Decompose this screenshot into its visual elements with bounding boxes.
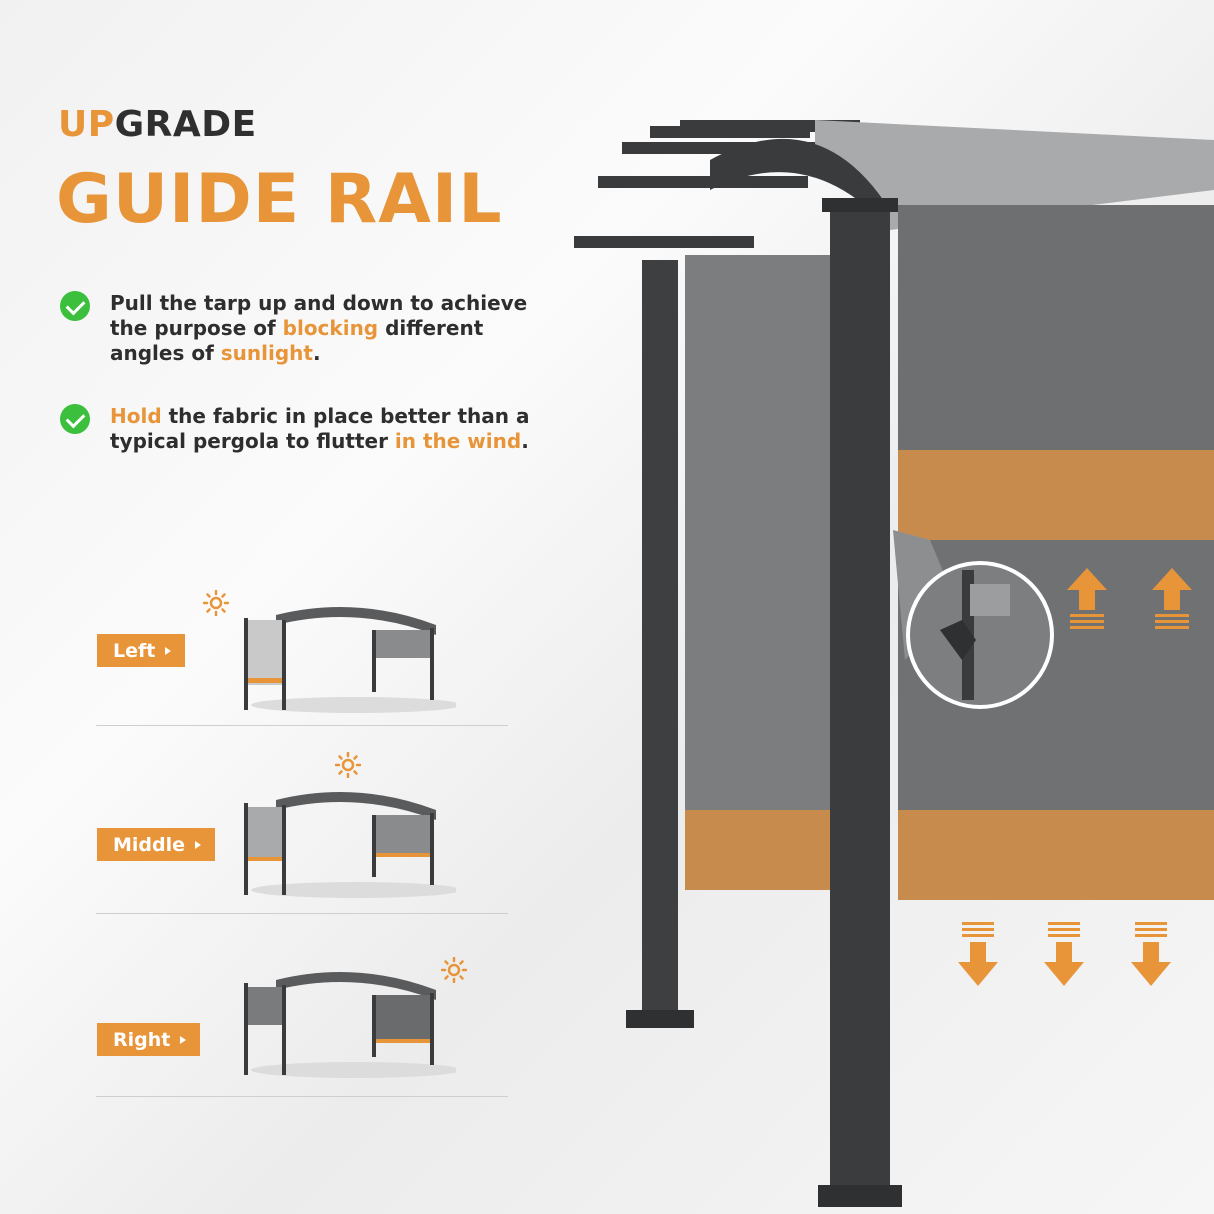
divider bbox=[96, 913, 508, 914]
position-label: Middle bbox=[113, 833, 186, 856]
pergola-right-illustration bbox=[244, 972, 456, 1078]
caret-right-icon bbox=[165, 646, 172, 655]
kicker-accent: UP bbox=[58, 104, 115, 145]
kicker-rest: GRADE bbox=[114, 104, 257, 145]
feature-highlight: sunlight bbox=[220, 341, 313, 365]
caret-right-icon bbox=[180, 1035, 187, 1044]
feature-item: Pull the tarp up and down to achieve the… bbox=[60, 291, 560, 366]
feature-text: Hold the fabric in place better than a t… bbox=[110, 404, 560, 454]
kicker: UPGRADE bbox=[58, 104, 257, 145]
position-label: Right bbox=[113, 1028, 171, 1051]
pergola-hero-illustration bbox=[574, 120, 1214, 1207]
feature-text: Pull the tarp up and down to achieve the… bbox=[110, 291, 560, 366]
divider bbox=[96, 725, 508, 726]
page-title: GUIDE RAIL bbox=[56, 160, 503, 239]
feature-highlight: blocking bbox=[282, 316, 379, 340]
sun-icon bbox=[335, 752, 361, 778]
feature-text-part: . bbox=[521, 429, 529, 453]
feature-text-part: Pull the tarp up and down to achieve the… bbox=[110, 291, 528, 340]
pergola-middle-illustration bbox=[244, 792, 456, 898]
position-tag-left: Left bbox=[97, 634, 186, 667]
check-icon bbox=[60, 291, 90, 321]
sun-icon bbox=[203, 590, 229, 616]
pergola-left-illustration bbox=[244, 607, 456, 713]
check-icon bbox=[60, 404, 90, 434]
feature-item: Hold the fabric in place better than a t… bbox=[60, 404, 560, 454]
divider bbox=[96, 1096, 508, 1097]
position-tag-middle: Middle bbox=[97, 828, 216, 861]
position-label: Left bbox=[113, 639, 156, 662]
caret-right-icon bbox=[195, 840, 202, 849]
feature-highlight: in the wind bbox=[394, 429, 522, 453]
feature-text-part: . bbox=[312, 341, 321, 365]
feature-highlight: Hold bbox=[110, 404, 162, 428]
feature-text-part: different angles of bbox=[110, 316, 484, 365]
sun-icon bbox=[441, 957, 467, 983]
position-tag-right: Right bbox=[97, 1023, 201, 1056]
headline: UPGRADE bbox=[58, 104, 257, 145]
feature-text-part: the fabric in place better than a typica… bbox=[110, 404, 530, 453]
